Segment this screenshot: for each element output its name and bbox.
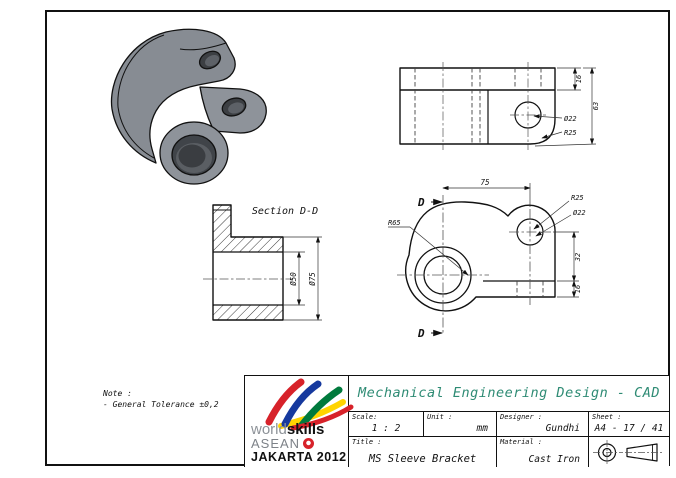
dim-hole-front: Ø22 [573,209,586,217]
projection-symbol-cell [589,437,669,467]
front-view: 75 R65 R25 Ø22 32 16 D D [388,178,586,340]
iso-chamfer-edge [117,34,165,159]
scale-value: 1 : 2 [371,423,401,434]
isometric-view [110,28,267,185]
dim-flange-thickness: 16 [575,75,583,83]
sheet-cell: Sheet : A4 - 17 / 41 [589,412,669,437]
dim-body-radius: R65 [388,219,401,227]
note-item: - General Tolerance ±0,2 [103,400,219,409]
dim-lower: 16 [574,285,582,293]
material-cell: Material : Cast Iron [497,437,589,467]
iso-top-hole-wall [205,54,220,67]
dim-lug-radius: R25 [571,194,584,202]
general-note: Note : - General Tolerance ±0,2 [103,388,219,410]
asean-wordmark: ASEAN [251,436,315,451]
unit-value: mm [476,423,488,434]
unit-cell: Unit : mm [424,411,497,436]
note-heading: Note : [103,389,132,398]
section-label: Section D-D [252,206,318,217]
section-hatch-lower [213,305,283,320]
iso-right-hole-wall [228,102,244,114]
title-label: Title : [352,438,382,446]
title-value: MS Sleeve Bracket [368,453,477,465]
frontview-outline [405,201,556,312]
unit-label: Unit : [427,412,453,421]
designer-cell: Designer : Gundhi [497,411,589,436]
dim-outer: Ø75 [308,272,317,286]
designer-label: Designer : [500,412,543,421]
dim-corner-radius: R25 [564,129,577,137]
top-view: 16 63 Ø22 R25 [399,62,600,150]
worldskills-wordmark: worldskills [251,421,325,438]
sheet-value: A4 - 17 / 41 [594,423,664,434]
title-cell: Title : MS Sleeve Bracket [349,437,497,467]
material-label: Material : [500,438,543,446]
dim-bore: Ø50 [289,272,298,286]
worldskills-ribbons-icon [265,378,354,431]
title-block-row-title: Title : MS Sleeve Bracket Material : Cas… [349,437,669,467]
designer-value: Gundhi [545,423,580,434]
event-wordmark: JAKARTA 2012 [251,450,347,464]
material-value: Cast Iron [528,454,580,465]
worldskills-logo: worldskills ASEAN JAKARTA 2012 [245,376,354,467]
iso-lug-crease [179,42,227,51]
topview-outline [399,67,556,145]
drawing-heading: Mechanical Engineering Design - CAD [349,376,669,412]
dim-depth: 63 [592,102,600,110]
iso-bore-deep [178,144,206,168]
dim-length: 75 [480,178,490,187]
first-angle-projection-icon [593,439,662,465]
section-view: Section D-D Ø50 Ø75 [203,204,322,321]
dim-hole-top: Ø22 [564,115,577,123]
title-block: worldskills ASEAN JAKARTA 2012 Mechanica… [244,375,669,467]
title-block-row-info: Scale: 1 : 2 Unit : mm Designer : Gundhi… [349,411,669,437]
scale-cell: Scale: 1 : 2 [349,411,424,436]
section-mark-top: D [417,196,425,209]
section-mark-bottom: D [417,327,425,340]
sheet-label: Sheet : [592,412,622,421]
dim-upper: 32 [574,253,582,262]
scale-label: Scale: [352,412,378,421]
asean-emblem-icon [303,438,315,449]
title-block-fields: Mechanical Engineering Design - CAD Scal… [349,376,669,467]
